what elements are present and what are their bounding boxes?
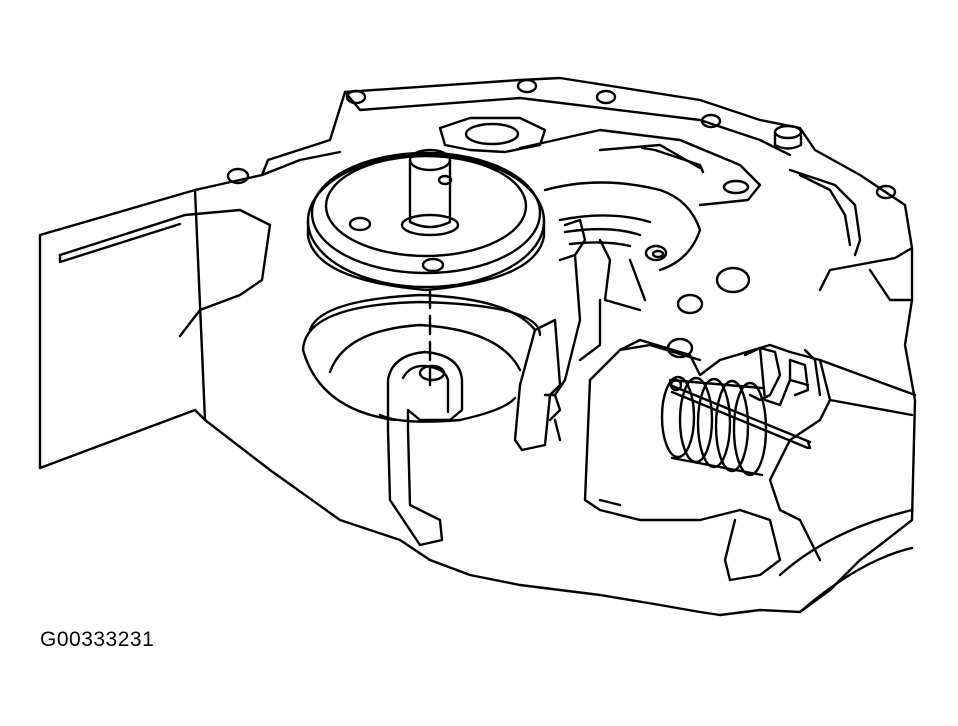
retainer-bracket xyxy=(388,352,462,545)
inner-ribs xyxy=(440,118,860,255)
piston-disc xyxy=(308,153,544,290)
retaining-clip xyxy=(745,348,808,405)
wire-tool xyxy=(670,380,810,448)
lower-bore xyxy=(303,295,540,422)
figure-code-label: G00333231 xyxy=(40,628,155,651)
accumulator-housing xyxy=(585,340,915,580)
case-outline xyxy=(40,78,915,615)
right-pillar xyxy=(515,220,645,450)
piston-rod xyxy=(402,150,458,235)
dowel-pin xyxy=(775,126,801,149)
bolt-holes xyxy=(228,80,895,357)
accumulator-spring xyxy=(662,377,766,475)
case-lower-right xyxy=(780,510,912,612)
